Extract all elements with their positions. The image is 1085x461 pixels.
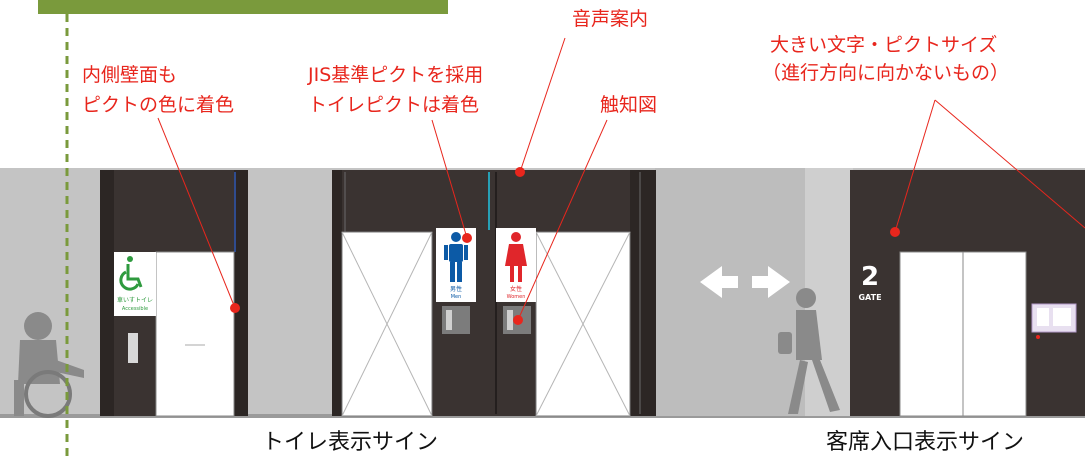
- accessible-sign-sub: Accessible: [122, 306, 148, 312]
- gate-entrance-unit: [850, 170, 1085, 417]
- caption-entrance-sign: 客席入口表示サイン: [826, 430, 1025, 455]
- women-sign-sub: Women: [507, 294, 526, 300]
- gate-label: GATE: [858, 293, 881, 302]
- women-sign-label: 女性: [510, 285, 522, 293]
- annotation-jis-line1: JIS基準ピクトを採用: [308, 64, 484, 86]
- wall-panel-light: [655, 168, 805, 416]
- women-entrance-opening: [535, 231, 631, 417]
- annotation-leaders: [157, 37, 1085, 321]
- annotation-large-text-line2: （進行方向に向かないもの）: [762, 62, 1010, 84]
- annotation-markers: [230, 167, 900, 325]
- women-pictogram-sign: [496, 228, 536, 302]
- walking-person-figure: [778, 288, 840, 414]
- annotation-voice-guide: 音声案内: [572, 8, 649, 30]
- men-sign-sub: Men: [451, 294, 462, 300]
- accessible-sign: [114, 252, 156, 316]
- accessible-sign-label: 車いすトイレ: [117, 296, 153, 304]
- gate-number: 2: [861, 262, 879, 292]
- men-sign-label: 男性: [450, 285, 462, 293]
- annotation-inner-wall-line2: ピクトの色に着色: [82, 94, 235, 116]
- annotation-large-text-line1: 大きい文字・ピクトサイズ: [770, 34, 998, 56]
- accessible-toilet-unit: [100, 170, 248, 417]
- annotation-jis-line2: トイレピクトは着色: [308, 94, 480, 116]
- title-bar: [38, 0, 448, 14]
- caption-toilet-sign: トイレ表示サイン: [262, 430, 439, 455]
- annotation-inner-wall-line1: 内側壁面も: [82, 64, 178, 86]
- wheelchair-user-figure: [14, 312, 84, 418]
- annotation-tactile-map: 触知図: [600, 94, 658, 116]
- double-arrow-icon: [700, 266, 790, 298]
- men-entrance-opening: [341, 231, 433, 417]
